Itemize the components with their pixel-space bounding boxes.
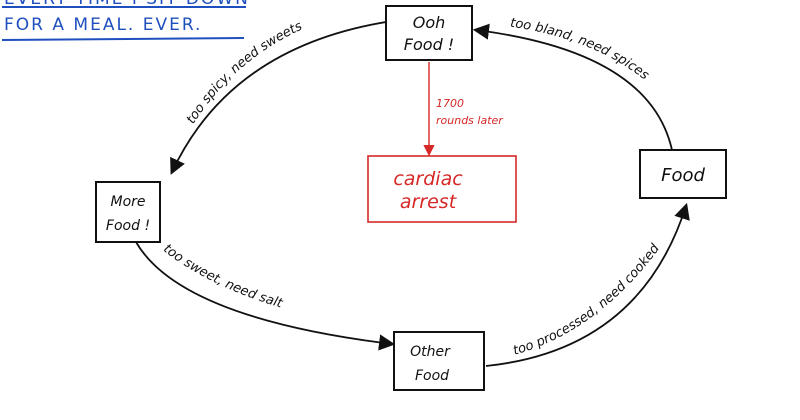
node-ooh-food-line-2: Food ! — [404, 35, 454, 54]
edge-other-to-food — [485, 202, 690, 367]
node-food: Food — [639, 149, 727, 199]
node-food-line-1: Food — [661, 165, 705, 186]
node-more-food: More Food ! — [95, 181, 161, 243]
title-line-1: EVERY TIME I SIT DOWN — [4, 0, 250, 9]
edge-label-more-to-other: too sweet, need salt — [160, 241, 285, 311]
node-other-food-line-1: Other — [410, 344, 451, 360]
edge-food-to-ooh — [472, 23, 673, 151]
edge-label-cardiac-line-2: rounds later — [436, 114, 504, 127]
node-more-food-line-2: Food ! — [106, 218, 150, 234]
node-ooh-food-line-1: Ooh — [413, 13, 446, 32]
node-other-food: Other Food — [393, 331, 485, 391]
title-line-2: FOR A MEAL. EVER. — [4, 15, 202, 35]
node-cardiac-line-2: arrest — [400, 191, 458, 213]
node-other-food-line-2: Food — [415, 368, 449, 384]
node-cardiac-line-1: cardiac — [393, 168, 463, 190]
title-underline-2 — [1, 37, 245, 41]
edge-label-other-to-food: too processed, need cooked — [511, 241, 663, 359]
edge-more-to-other — [135, 241, 396, 351]
edge-label-cardiac-line-1: 1700 — [436, 97, 464, 110]
edge-label-food-to-ooh: too bland, need spices — [509, 16, 652, 84]
edge-ooh-to-more — [170, 21, 387, 175]
node-more-food-line-1: More — [110, 194, 145, 210]
node-cardiac-arrest: cardiac arrest — [367, 155, 517, 223]
diagram-title: EVERY TIME I SIT DOWN FOR A MEAL. EVER. — [1, 0, 250, 41]
node-ooh-food: Ooh Food ! — [385, 5, 473, 61]
